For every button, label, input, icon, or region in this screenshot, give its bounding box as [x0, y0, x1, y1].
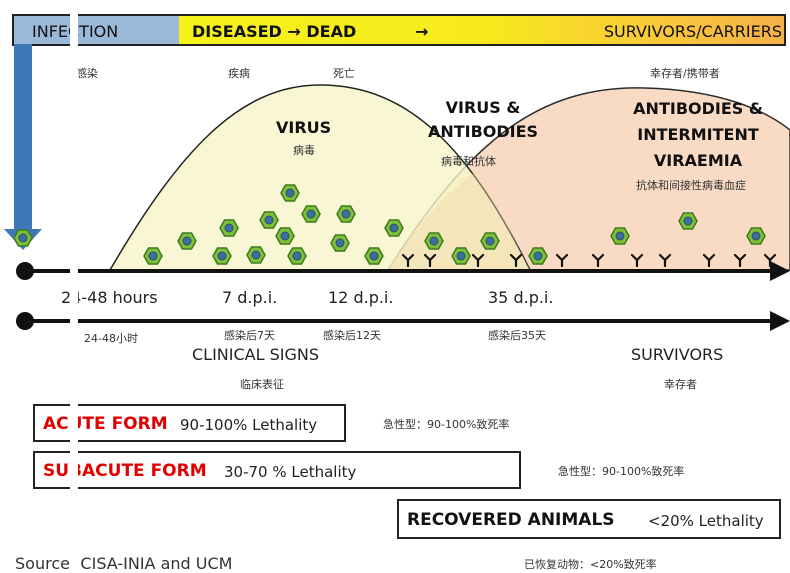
virus-antibodies-label: VIRUS & ANTIBODIES [426, 96, 540, 144]
acute-form-cn: 急性型：90-100%致死率 [383, 418, 510, 431]
virus-antibodies-line2: ANTIBODIES [427, 122, 539, 141]
survivors-carriers-label: SURVIVORS/CARRIERS [603, 22, 782, 41]
time-7-dpi: 7 d.p.i. [222, 288, 278, 307]
recovered-animals-box: RECOVERED ANIMALS <20% Lethality [397, 499, 781, 539]
vertical-mask-strip [70, 0, 78, 571]
recovered-animals-title: RECOVERED ANIMALS [407, 510, 615, 530]
phase-bar: INFECTION DISEASED → DEAD → SURVIVORS/CA… [12, 14, 786, 46]
time-35-dpi: 35 d.p.i. [488, 288, 554, 307]
survivors-cn: 幸存者 [664, 378, 697, 391]
time-35-dpi-cn: 感染后35天 [488, 329, 546, 342]
infection-cn: 感染 [76, 67, 98, 80]
time-24-48-cn: 24-48小时 [84, 332, 138, 345]
virus-antibodies-line1: VIRUS & [445, 98, 521, 117]
subacute-form-cn: 急性型：90-100%致死率 [558, 465, 685, 478]
time-12-dpi: 12 d.p.i. [328, 288, 394, 307]
acute-form-title: ACUTE FORM [43, 414, 168, 434]
subacute-form-box: SUBACUTE FORM 30-70 % Lethality [33, 451, 521, 489]
survivors-carriers-cn: 幸存者/携带者 [650, 67, 720, 80]
diseased-cn: 疾病 [228, 67, 250, 80]
recovered-animals-cn: 已恢复动物：<20%致死率 [524, 558, 657, 571]
infection-arrow-shaft [14, 44, 32, 229]
antibodies-line1: ANTIBODIES & [633, 99, 763, 118]
time-12-dpi-cn: 感染后12天 [323, 329, 381, 342]
virus-label: VIRUS [276, 118, 332, 137]
source-note: Source: CISA-INIA and UCM [15, 554, 233, 573]
time-7-dpi-cn: 感染后7天 [224, 329, 275, 342]
subacute-form-title: SUBACUTE FORM [43, 461, 207, 481]
phase-arrow: → [415, 22, 429, 41]
antibodies-line3: VIRAEMIA [653, 151, 743, 170]
acute-form-lethality: 90-100% Lethality [180, 416, 318, 434]
recovered-animals-lethality: <20% Lethality [648, 512, 764, 530]
time-24-48-hours: 24-48 hours [61, 288, 158, 307]
clinical-signs-label: CLINICAL SIGNS [192, 345, 320, 364]
survivors-label: SURVIVORS [631, 345, 724, 364]
acute-form-box: ACUTE FORM 90-100% Lethality [33, 404, 346, 442]
virus-cn: 病毒 [293, 144, 315, 157]
virus-curve [108, 84, 532, 271]
virus-antibodies-cn: 病毒和抗体 [441, 155, 496, 168]
antibodies-viraemia-cn: 抗体和间接性病毒血症 [636, 179, 746, 192]
subacute-form-lethality: 30-70 % Lethality [224, 463, 357, 481]
dead-cn: 死亡 [333, 67, 355, 80]
antibodies-viraemia-label: ANTIBODIES & INTERMITENT VIRAEMIA [628, 96, 768, 174]
clinical-signs-cn: 临床表征 [240, 378, 284, 391]
diseased-dead-label: DISEASED → DEAD [192, 22, 357, 41]
antibodies-line2: INTERMITENT [637, 125, 759, 144]
diseased-phase: DISEASED → DEAD → SURVIVORS/CARRIERS [179, 16, 784, 44]
